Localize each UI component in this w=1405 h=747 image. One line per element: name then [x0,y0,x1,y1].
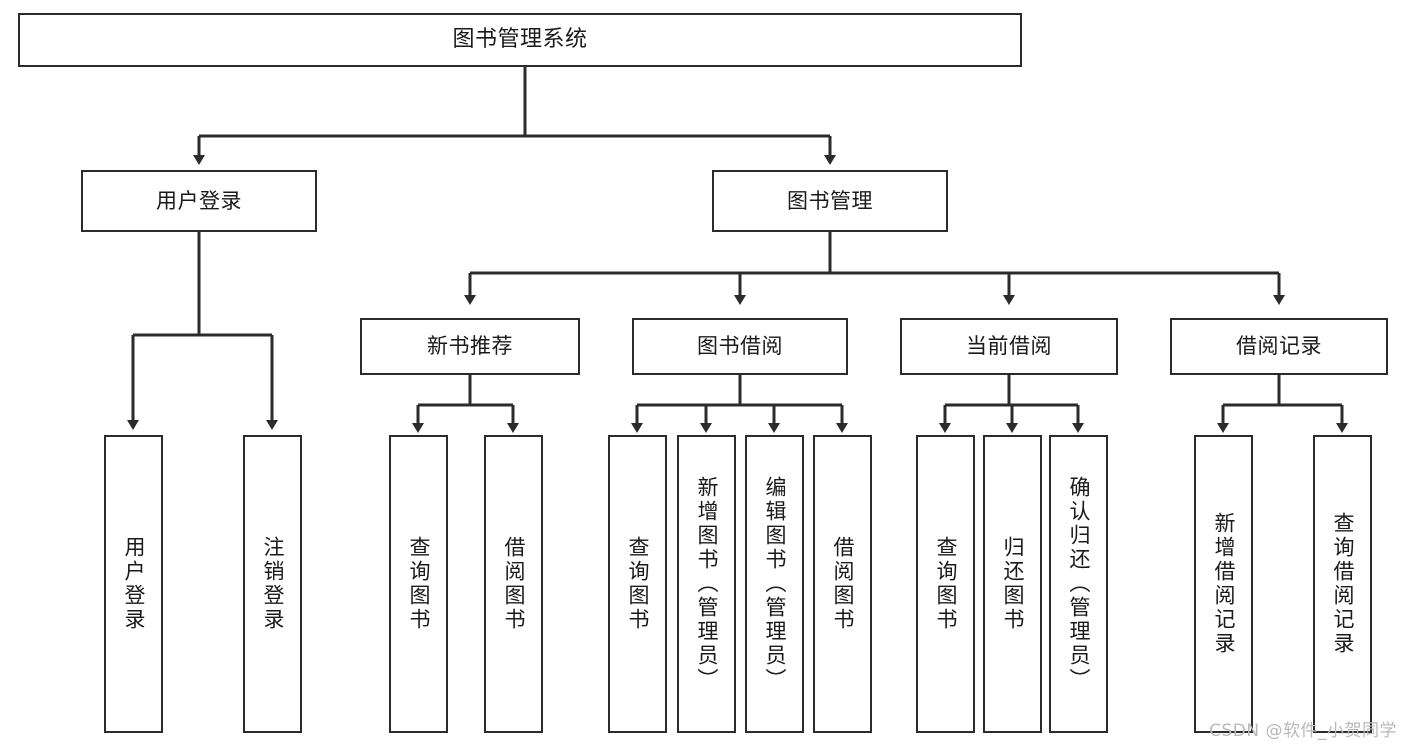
node-label: 查询图书 [625,536,650,632]
leaf-book-borrow-borrow-book[interactable]: 借阅图书 [813,435,872,733]
node-label: 查询图书 [933,536,958,632]
node-label: 用户登录 [156,188,242,213]
node-label: 借阅图书 [501,536,526,632]
leaf-new-book-borrow-book[interactable]: 借阅图书 [484,435,543,733]
node-label: 图书管理系统 [452,27,588,53]
node-new-book-recommend[interactable]: 新书推荐 [360,318,580,375]
leaf-current-borrow-confirm-return-admin[interactable]: 确认归还（管理员） [1049,435,1108,733]
leaf-book-borrow-query-book[interactable]: 查询图书 [608,435,667,733]
node-label: 当前借阅 [966,334,1052,359]
node-label: 注销登录 [260,536,285,632]
node-label: 新增借阅记录 [1211,512,1236,656]
leaf-user-login-logout[interactable]: 注销登录 [243,435,302,733]
node-label: 新书推荐 [427,334,513,359]
leaf-borrow-record-add-record[interactable]: 新增借阅记录 [1194,435,1253,733]
node-label: 查询图书 [406,536,431,632]
node-book-borrow[interactable]: 图书借阅 [632,318,848,375]
node-label: 确认归还（管理员） [1066,476,1091,692]
node-book-management[interactable]: 图书管理 [712,170,948,232]
leaf-borrow-record-query-record[interactable]: 查询借阅记录 [1313,435,1372,733]
leaf-current-borrow-return-book[interactable]: 归还图书 [983,435,1042,733]
node-label: 借阅图书 [830,536,855,632]
node-label: 编辑图书（管理员） [762,476,787,692]
node-current-borrow[interactable]: 当前借阅 [900,318,1118,375]
node-label: 图书借阅 [697,334,783,359]
leaf-new-book-query-book[interactable]: 查询图书 [389,435,448,733]
node-label: 归还图书 [1000,536,1025,632]
watermark-text: CSDN @软件_小贺同学 [1209,721,1397,741]
node-user-login[interactable]: 用户登录 [81,170,317,232]
node-label: 查询借阅记录 [1330,512,1355,656]
node-label: 图书管理 [787,188,873,213]
node-root-book-management-system[interactable]: 图书管理系统 [18,13,1022,67]
leaf-book-borrow-edit-book-admin[interactable]: 编辑图书（管理员） [745,435,804,733]
leaf-current-borrow-query-book[interactable]: 查询图书 [916,435,975,733]
leaf-user-login-login[interactable]: 用户登录 [104,435,163,733]
node-borrow-record[interactable]: 借阅记录 [1170,318,1388,375]
node-label: 新增图书（管理员） [694,476,719,692]
node-label: 借阅记录 [1236,334,1322,359]
leaf-book-borrow-add-book-admin[interactable]: 新增图书（管理员） [677,435,736,733]
node-label: 用户登录 [121,536,146,632]
